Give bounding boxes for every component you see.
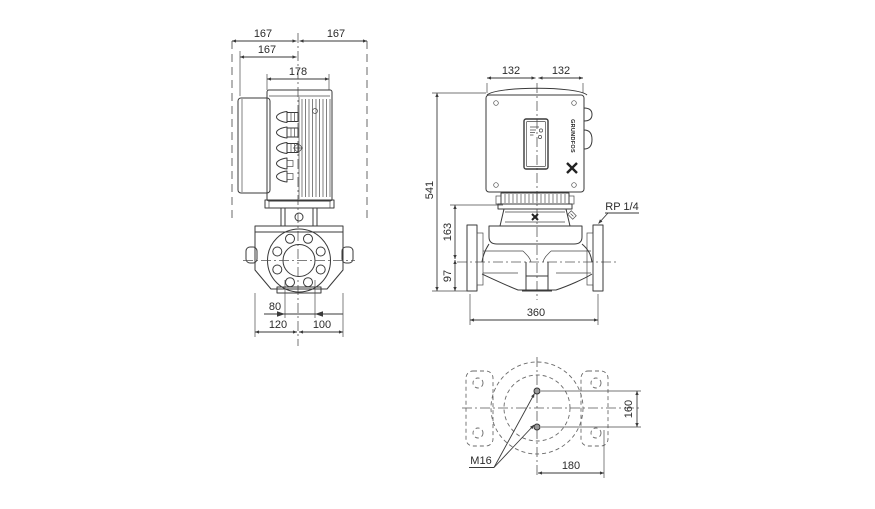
cable-gland-icon (276, 170, 288, 183)
gland-stub (286, 160, 294, 167)
cable-gland-icon (276, 142, 288, 154)
volute-hidden-outline (490, 361, 584, 455)
gland-cap (286, 143, 299, 153)
seal-chamber (488, 225, 583, 245)
flange-hole-hidden (590, 377, 602, 389)
ext-lines-total-height (432, 92, 486, 292)
motor-top-cap (486, 87, 588, 96)
dim-text-base-right: 100 (313, 319, 331, 331)
bolt-leader-line (493, 393, 535, 468)
dim-text-port-bore: 80 (269, 301, 281, 313)
gland-cap (286, 112, 299, 122)
dim-text-bolt-pitch: 160 (623, 400, 635, 418)
motor-corner-screws (493, 100, 577, 188)
dim-text-port-to-port: 360 (527, 307, 545, 319)
ext-lines-motor-width (266, 74, 330, 90)
flange-bolt-holes (272, 233, 326, 288)
bolt-leader-line (493, 424, 535, 468)
ext-lines-bolt-pitch (541, 390, 641, 428)
nameplate-band (505, 211, 565, 223)
discharge-flange (592, 224, 604, 292)
suction-flange (466, 224, 478, 292)
dim-text-motor-width: 178 (289, 66, 307, 78)
conduit-knob-icon (583, 129, 593, 150)
volute-body-side (254, 231, 344, 290)
cable-gland-icon (276, 157, 288, 170)
shaft-plug-icon (294, 212, 304, 222)
flange-hole-hidden (590, 427, 602, 439)
grundfos-logo-icon (531, 213, 539, 221)
flange-hole-hidden (472, 377, 484, 389)
bolt-thread-label: M16 (470, 455, 491, 467)
gauge-port-leader (598, 212, 609, 224)
head-collar (497, 203, 573, 210)
ext-lines-port-bore (284, 280, 316, 318)
discharge-flange-lip (586, 232, 594, 286)
dim-text-port-center-height: 97 (442, 270, 454, 282)
screw-icon (493, 182, 499, 188)
gauge-port-label: RP 1/4 (605, 201, 638, 213)
cable-gland-icon (276, 126, 288, 139)
control-display-inner (526, 121, 546, 167)
dim-text-total-height: 541 (424, 181, 436, 199)
dim-text-halfwidth-right: 132 (552, 65, 570, 77)
flange-hidden-left (465, 370, 494, 447)
ext-lines-base (254, 293, 344, 337)
ring-ribs (504, 194, 566, 203)
fan-cover-ring (500, 192, 570, 205)
vent-plug-icon (567, 210, 577, 220)
dim-text-clearance-left: 167 (254, 28, 272, 40)
front-view: 132 132 541 163 97 360 RP 1/4 (424, 65, 639, 325)
motor-flange (264, 199, 335, 209)
dim-text-center-to-box: 167 (258, 44, 276, 56)
volute-base (276, 286, 322, 294)
control-display (523, 118, 549, 170)
screw-icon (571, 100, 577, 106)
arrow-icon (277, 311, 285, 317)
motor-flange-ticks (268, 200, 331, 208)
ring-lip-left (495, 195, 502, 205)
terminal-box (237, 97, 271, 194)
clearance-boundary-lines (231, 41, 368, 223)
dim-text-base-left: 120 (269, 319, 287, 331)
motor-body-side (266, 89, 333, 202)
motor-screw-icon (312, 108, 318, 114)
brand-text: GRUNDFOS (569, 119, 575, 153)
cooling-fins (298, 97, 331, 199)
screw-icon (571, 182, 577, 188)
foundation-bolt-hole (533, 423, 541, 431)
screw-icon (493, 100, 499, 106)
gland-stub (286, 173, 294, 180)
gland-cap (286, 127, 299, 138)
suction-flange-lip (476, 232, 484, 286)
arrow-icon (315, 311, 323, 317)
cable-gland-icon (276, 111, 288, 123)
conduit-knob-icon (583, 107, 593, 122)
grundfos-logo-icon (566, 162, 578, 174)
cable-glands (276, 111, 299, 183)
volute-hidden-inner (503, 374, 571, 442)
volute-front (481, 243, 593, 292)
flange-hole-hidden (472, 427, 484, 439)
ring-lip-right (568, 195, 575, 205)
gland-cap-lines (290, 112, 295, 153)
volute-right-lug (341, 246, 354, 264)
flange-hidden-right (580, 370, 609, 447)
pump-pedestal (280, 208, 318, 226)
volute-left-lug (245, 246, 258, 264)
dim-text-head-height: 163 (442, 223, 454, 241)
top-view: 160 180 M16 (462, 357, 641, 478)
foundation-bolt-hole (533, 387, 541, 395)
side-view: 167 167 167 178 (231, 28, 368, 346)
display-indicator-icon (530, 126, 543, 139)
dim-text-clearance-right: 167 (327, 28, 345, 40)
ext-lines-motor-halfwidth (486, 83, 584, 93)
dim-text-bolt-offset: 180 (562, 460, 580, 472)
dim-text-halfwidth-left: 132 (502, 65, 520, 77)
